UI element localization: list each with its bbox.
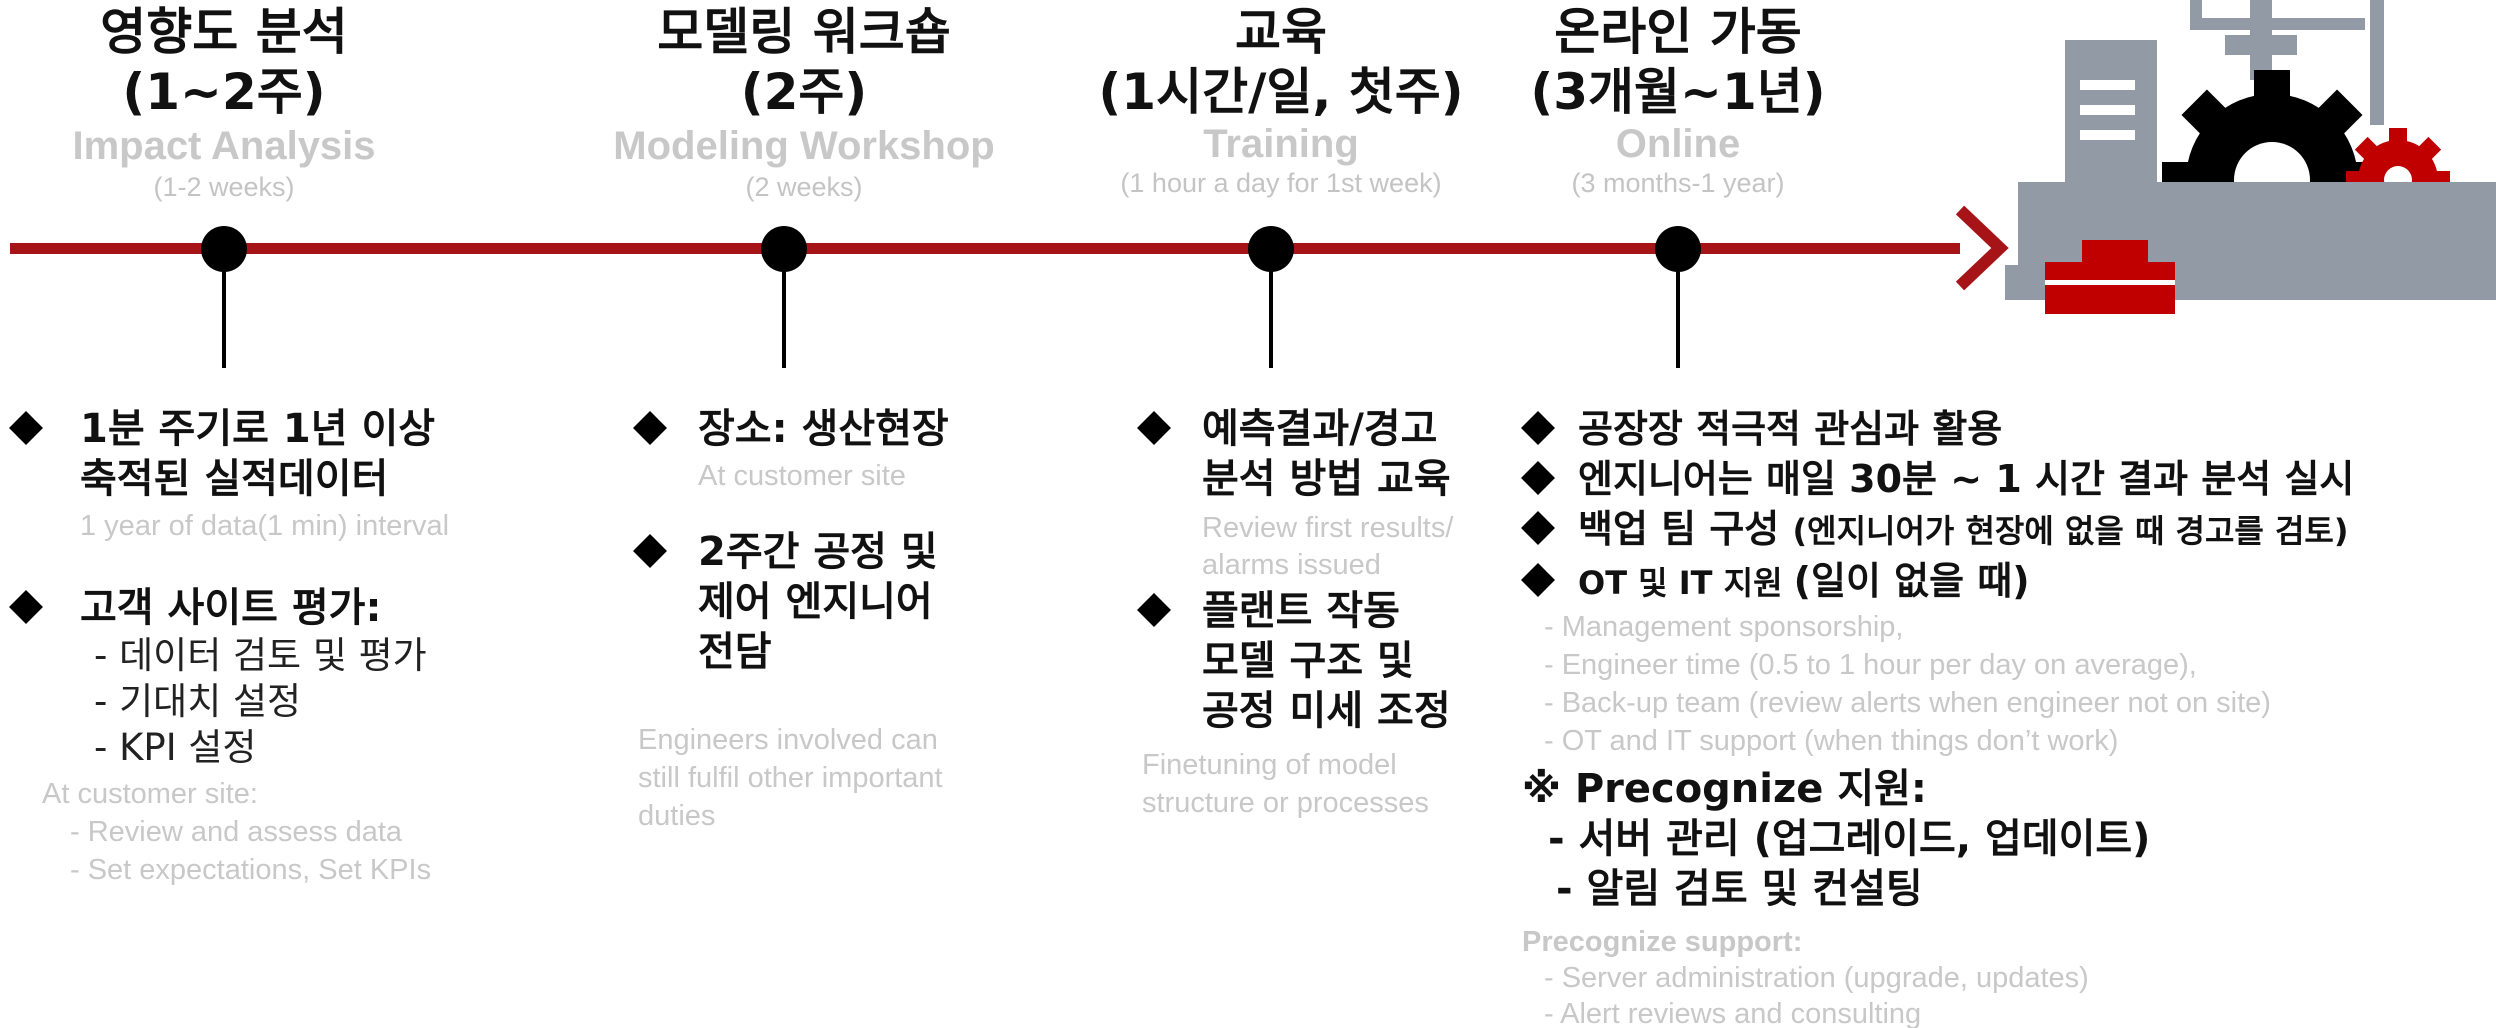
phase-title-ko: 교육 <box>1235 3 1327 61</box>
list-item: 고객 사이트 평가: - 데이터 검토 및 평가 - 기대치 설정 - KPI … <box>9 583 574 771</box>
en-note: Engineers involved can still fulfil othe… <box>638 724 943 832</box>
list-item: 공장장 적극적 관심과 활용 <box>1521 404 2492 454</box>
milestone-dot <box>1248 226 1294 272</box>
phase-header-online: 온라인 가동 (3개월~1년) Online (3 months-1 year) <box>1478 2 1878 200</box>
list-item: 2주간 공정 및 제어 엔지니어 전담 <box>633 527 1058 677</box>
arrow-right-icon <box>1955 205 2009 291</box>
phase-header-modeling: 모델링 워크숍 (2주) Modeling Workshop (2 weeks) <box>584 2 1024 204</box>
en-note: Finetuning of model structure or process… <box>1142 749 1429 819</box>
diamond-bullet-icon <box>9 590 43 624</box>
phase-duration-ko: (3개월~1년) <box>1530 63 1826 121</box>
diamond-bullet-icon <box>1521 461 1555 495</box>
phase-title-ko: 온라인 가동 <box>1554 3 1802 61</box>
impact-details: 1분 주기로 1년 이상 축적된 실적데이터 1 year of data(1 … <box>9 404 574 889</box>
modeling-details: 장소: 생산현장 At customer site 2주간 공정 및 제어 엔지… <box>633 404 1058 835</box>
diamond-bullet-icon <box>1521 563 1555 597</box>
list-item: 플랜트 작동 모델 구조 및 공정 미세 조정 <box>1137 586 1532 736</box>
diamond-bullet-icon <box>633 534 667 568</box>
support-heading-en: Precognize support: <box>1522 926 1803 958</box>
timeline-line <box>10 243 1960 254</box>
milestone-dot <box>1655 226 1701 272</box>
milestone-dot <box>761 226 807 272</box>
en-note: At customer site: - Review and assess da… <box>42 778 432 886</box>
phase-duration-ko: (1~2주) <box>122 63 326 121</box>
phase-duration-en: (1-2 weeks) <box>153 172 295 202</box>
diamond-bullet-icon <box>9 411 43 445</box>
list-item: 엔지니어는 매일 30분 ~ 1 시간 결과 분석 실시 <box>1521 454 2492 504</box>
phase-title-en: Online <box>1615 122 1741 166</box>
phase-header-training: 교육 (1시간/일, 첫주) Training (1 hour a day fo… <box>1061 2 1501 200</box>
diamond-bullet-icon <box>633 411 667 445</box>
milestone-dot <box>201 226 247 272</box>
training-details: 예측결과/경고 분석 방법 교육 Review first results/ a… <box>1137 404 1532 822</box>
phase-title-en: Impact Analysis <box>72 124 376 168</box>
phase-title-ko: 영향도 분석 <box>100 3 348 61</box>
phase-duration-en: (3 months-1 year) <box>1571 168 1785 198</box>
online-details: 공장장 적극적 관심과 활용 엔지니어는 매일 30분 ~ 1 시간 결과 분석… <box>1521 404 2492 1028</box>
phase-title-en: Modeling Workshop <box>613 124 995 168</box>
list-item: OT 및 IT 지원 (일이 없을 때) <box>1521 556 2492 608</box>
phase-duration-en: (2 weeks) <box>745 172 863 202</box>
phase-header-impact: 영향도 분석 (1~2주) Impact Analysis (1-2 weeks… <box>24 2 424 204</box>
phase-duration-ko: (2주) <box>740 63 868 121</box>
phase-title-ko: 모델링 워크숍 <box>657 3 951 61</box>
phase-duration-ko: (1시간/일, 첫주) <box>1098 63 1464 121</box>
list-item: 예측결과/경고 분석 방법 교육 Review first results/ a… <box>1137 404 1532 584</box>
support-heading-ko: ※ Precognize 지원: <box>1522 766 1927 812</box>
diamond-bullet-icon <box>1137 593 1171 627</box>
phase-duration-en: (1 hour a day for 1st week) <box>1120 168 1442 198</box>
en-note: - Management sponsorship, - Engineer tim… <box>1544 611 2271 757</box>
diamond-bullet-icon <box>1521 411 1555 445</box>
list-item: 장소: 생산현장 At customer site <box>633 404 1058 495</box>
diamond-bullet-icon <box>1521 511 1555 545</box>
phase-title-en: Training <box>1203 122 1359 166</box>
factory-gear-icon <box>2005 0 2496 314</box>
diamond-bullet-icon <box>1137 411 1171 445</box>
list-item: 백업 팀 구성 (엔지니어가 현장에 없을 때 경고를 검토) <box>1521 504 2492 556</box>
list-item: 1분 주기로 1년 이상 축적된 실적데이터 1 year of data(1 … <box>9 404 574 545</box>
